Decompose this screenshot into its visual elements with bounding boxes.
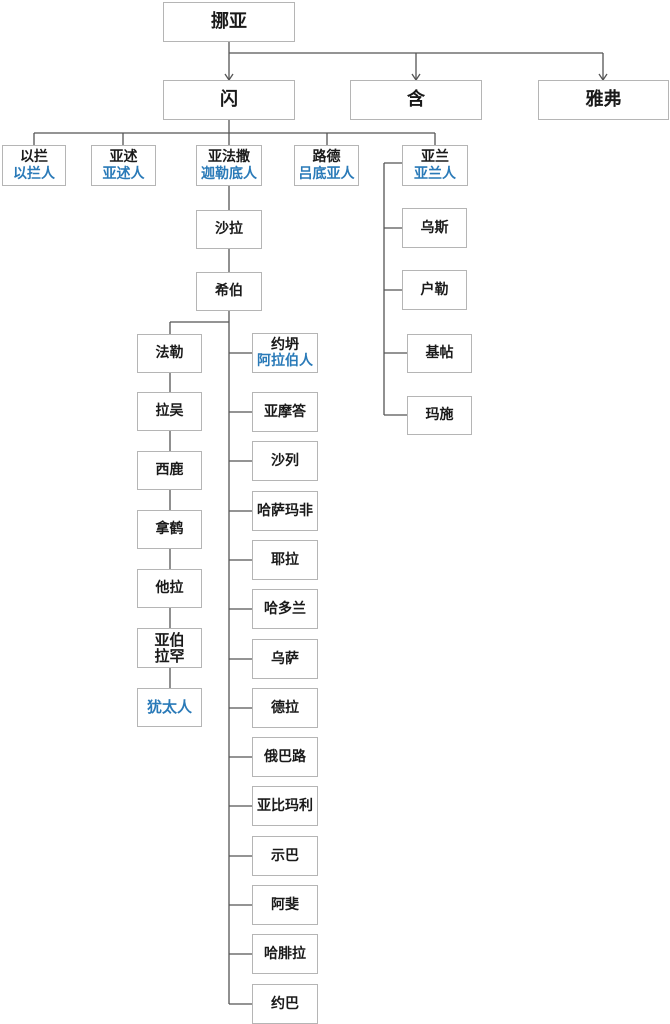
node-mash: 玛施 (407, 396, 472, 435)
node-people: 亚述人 (102, 165, 145, 182)
node-name: 约巴 (271, 995, 299, 1012)
node-people: 阿拉伯人 (257, 353, 313, 369)
node-joktan: 约坍 阿拉伯人 (252, 333, 318, 373)
node-noah: 挪亚 (163, 2, 295, 42)
node-name-line1: 亚伯 (154, 630, 185, 649)
node-name: 含 (407, 88, 425, 110)
node-terah: 他拉 (137, 569, 202, 608)
node-joktan-son: 亚比玛利 (252, 786, 318, 826)
node-elam: 以拦 以拦人 (2, 145, 66, 186)
node-abraham: 亚伯 拉罕 (137, 628, 202, 668)
node-name: 乌萨 (271, 650, 299, 667)
node-name: 亚法撒 (208, 149, 250, 166)
node-name: 沙拉 (215, 221, 243, 238)
node-ham: 含 (350, 80, 482, 120)
node-name: 雅弗 (585, 88, 622, 110)
node-joktan-son: 阿斐 (252, 885, 318, 925)
node-shem: 闪 (163, 80, 295, 120)
node-joktan-son: 俄巴路 (252, 737, 318, 777)
node-name: 基帖 (425, 345, 454, 362)
node-name: 亚摩答 (264, 403, 306, 420)
node-name: 拿鹤 (155, 521, 184, 538)
node-name: 德拉 (271, 699, 299, 716)
node-name: 拉吴 (155, 403, 184, 420)
node-name: 闪 (220, 88, 238, 110)
node-joktan-son: 沙列 (252, 441, 318, 481)
node-name: 哈萨玛非 (257, 502, 313, 519)
node-aram: 亚兰 亚兰人 (402, 145, 468, 186)
node-name: 哈腓拉 (264, 945, 306, 962)
node-name: 约坍 (271, 336, 299, 353)
node-name: 乌斯 (420, 219, 449, 236)
node-arphaxad: 亚法撒 迦勒底人 (196, 145, 262, 186)
node-name: 法勒 (155, 345, 184, 362)
node-people: 吕底亚人 (298, 165, 355, 182)
node-name: 示巴 (271, 847, 299, 864)
node-jews: 犹太人 (137, 688, 202, 727)
node-uz: 乌斯 (402, 208, 467, 248)
node-name: 希伯 (215, 283, 243, 300)
node-name: 亚述 (109, 149, 138, 166)
node-serug: 西鹿 (137, 451, 202, 490)
node-name: 哈多兰 (264, 600, 306, 617)
node-reu: 拉吴 (137, 392, 202, 431)
node-hul: 户勒 (402, 270, 467, 310)
node-lud: 路德 吕底亚人 (294, 145, 359, 186)
node-shelah: 沙拉 (196, 210, 262, 249)
node-joktan-son: 亚摩答 (252, 392, 318, 432)
node-name: 亚比玛利 (257, 797, 313, 814)
node-peleg: 法勒 (137, 334, 202, 373)
node-people: 迦勒底人 (201, 165, 257, 182)
node-name: 沙列 (271, 452, 299, 469)
node-name: 西鹿 (155, 462, 184, 479)
node-asshur: 亚述 亚述人 (91, 145, 156, 186)
node-name: 玛施 (425, 407, 454, 424)
node-name: 他拉 (155, 580, 184, 597)
node-joktan-son: 约巴 (252, 984, 318, 1024)
node-name-line2: 拉罕 (154, 647, 185, 665)
node-joktan-son: 示巴 (252, 836, 318, 876)
node-name: 挪亚 (211, 10, 247, 32)
node-name: 路德 (312, 149, 341, 166)
node-japheth: 雅弗 (538, 80, 669, 120)
node-joktan-son: 哈多兰 (252, 589, 318, 629)
node-nahor: 拿鹤 (137, 510, 202, 549)
node-name: 俄巴路 (264, 748, 306, 765)
node-name: 耶拉 (271, 551, 299, 568)
node-name: 亚兰 (421, 149, 449, 166)
node-name: 以拦 (20, 149, 48, 166)
node-joktan-son: 哈萨玛非 (252, 491, 318, 531)
node-people: 以拦人 (13, 165, 55, 182)
node-eber: 希伯 (196, 272, 262, 311)
node-joktan-son: 乌萨 (252, 639, 318, 679)
node-joktan-son: 德拉 (252, 688, 318, 728)
node-people: 亚兰人 (414, 165, 456, 182)
node-people: 犹太人 (146, 697, 192, 716)
node-joktan-son: 耶拉 (252, 540, 318, 580)
node-name: 阿斐 (271, 896, 299, 913)
node-name: 户勒 (420, 281, 449, 298)
node-joktan-son: 哈腓拉 (252, 934, 318, 974)
node-gether: 基帖 (407, 334, 472, 373)
